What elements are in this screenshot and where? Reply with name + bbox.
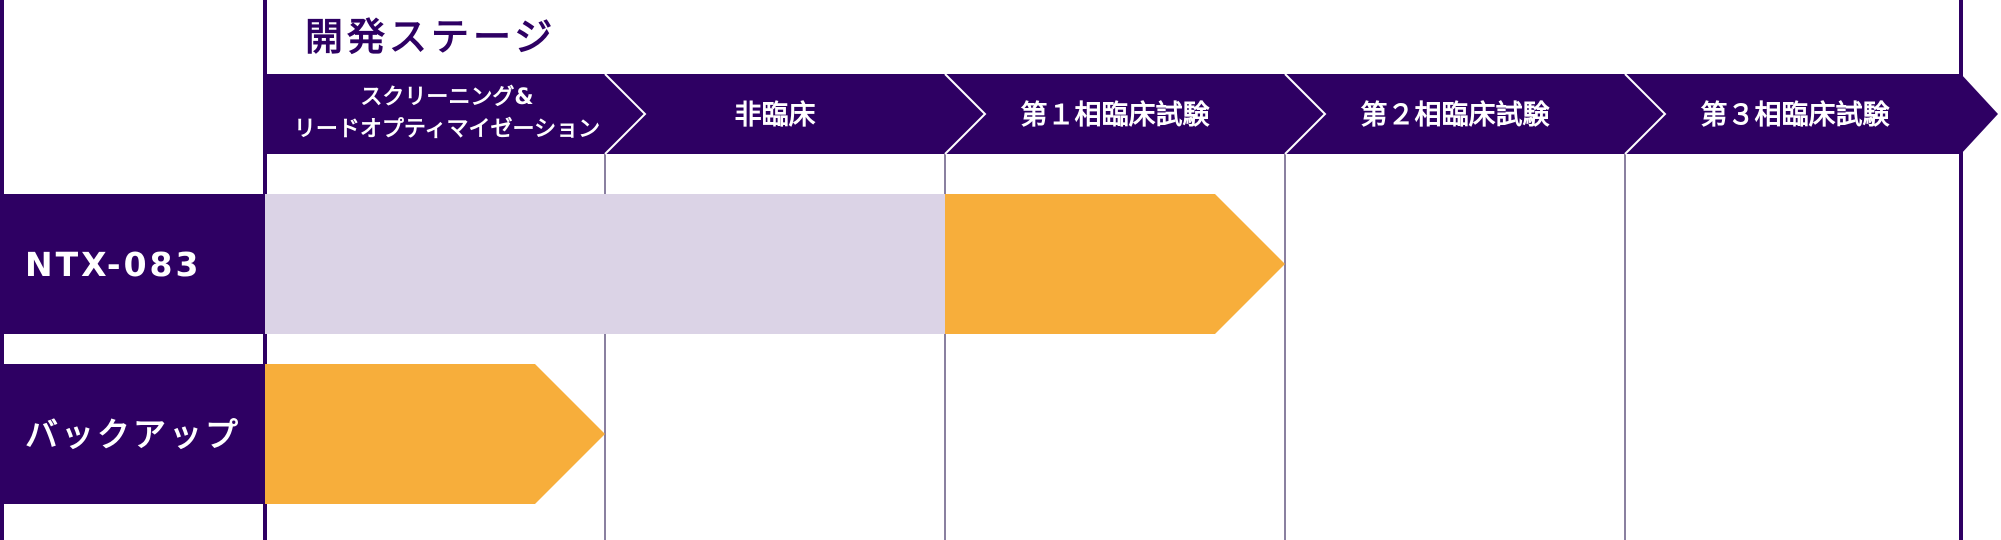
stage-arrow-screening <box>265 74 645 154</box>
current-stage-arrow-backup <box>265 364 605 504</box>
stage-label-preclinical: 非臨床 <box>735 99 816 131</box>
stage-label-phase1: 第１相臨床試験 <box>1021 99 1211 131</box>
chevron-separator-2 <box>944 73 987 155</box>
stage-arrow-phase1 <box>945 74 1325 154</box>
chevron-separator-1 <box>604 73 647 155</box>
stage-header-band: スクリーニング& リードオプティマイゼーション 非臨床 第１相臨床試験 第２相臨… <box>265 73 1998 155</box>
stage-label-phase2: 第２相臨床試験 <box>1361 99 1551 131</box>
current-stage-arrow-ntx083 <box>945 194 1285 334</box>
stage-label-screening-line1: スクリーニング& <box>360 84 533 110</box>
stage-arrow-phase3 <box>1625 74 1998 154</box>
stage-label-phase3: 第３相臨床試験 <box>1701 99 1891 131</box>
stage-arrow-phase2 <box>1285 74 1665 154</box>
chevron-separator-3 <box>1284 73 1327 155</box>
page-title: 開発ステージ <box>305 15 556 59</box>
program-rows: NTX-083 バックアップ <box>0 194 1285 504</box>
program-name-ntx083: NTX-083 <box>25 245 201 284</box>
stage-label-screening-line2: リードオプティマイゼーション <box>294 117 600 142</box>
chevron-separator-4 <box>1624 73 1667 155</box>
program-label-bg-backup <box>0 364 265 504</box>
program-label-bg-ntx083 <box>0 194 265 334</box>
completed-bar-ntx083 <box>265 194 945 334</box>
program-name-backup: バックアップ <box>25 415 241 454</box>
stage-arrow-preclinical <box>605 74 985 154</box>
